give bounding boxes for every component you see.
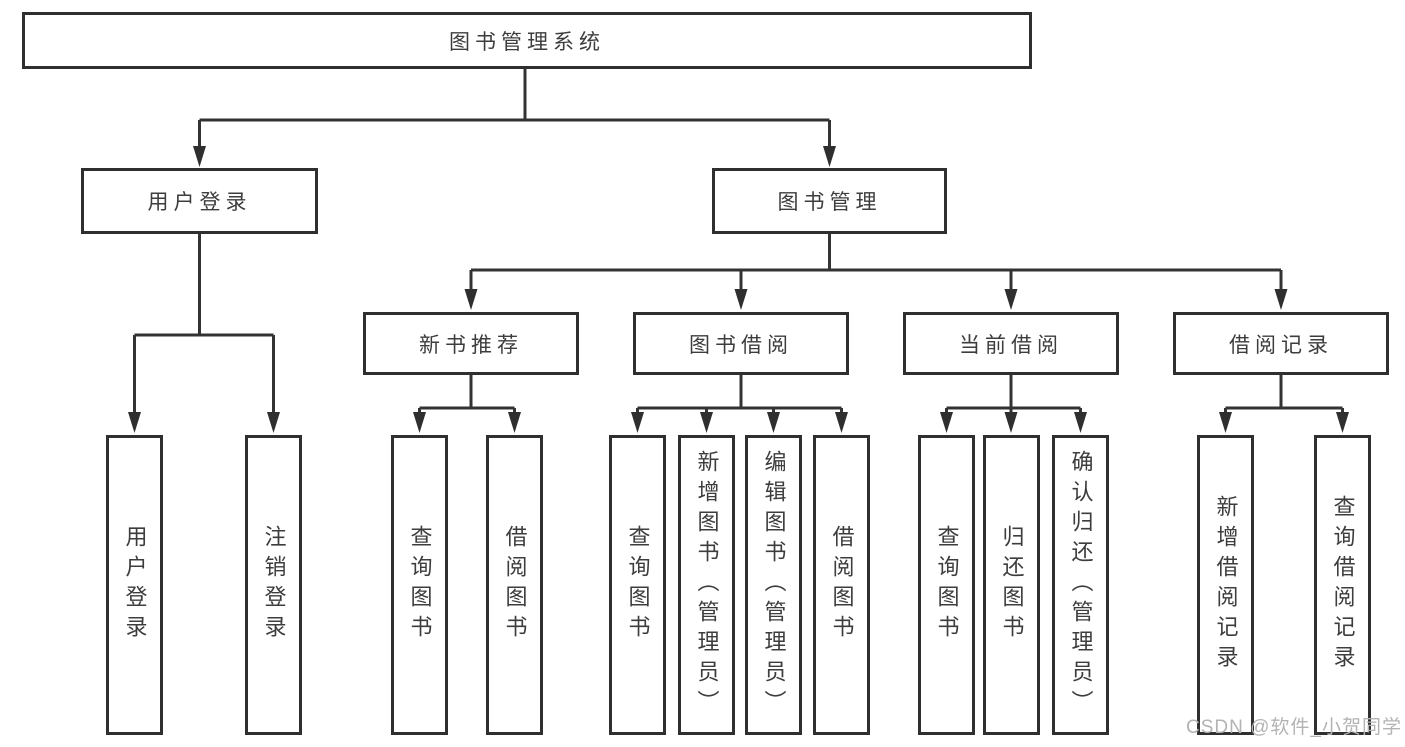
node-label: 查询图书 [407,525,433,645]
node-label: 注销登录 [261,525,287,645]
node-edit-book-admin: 编辑图书（管理员） [745,435,802,735]
node-add-book-admin: 新增图书（管理员） [678,435,735,735]
node-root: 图书管理系统 [22,12,1032,69]
node-logout: 注销登录 [245,435,302,735]
watermark: CSDN @软件_小贺同学 [1186,717,1402,738]
node-label: 查询借阅记录 [1330,495,1356,675]
node-confirm-return-admin: 确认归还（管理员） [1052,435,1109,735]
node-label: 查询图书 [625,525,651,645]
connector-book-borrow [631,375,848,433]
node-label: 借阅记录 [1229,333,1333,357]
node-label: 图书管理系统 [449,30,605,54]
node-query-books-recommend: 查询图书 [391,435,448,735]
node-label: 借阅图书 [502,525,528,645]
node-query-borrow-record: 查询借阅记录 [1314,435,1371,735]
node-label: 归还图书 [999,525,1025,645]
node-label: 当前借阅 [959,333,1063,357]
node-new-book-recommend: 新书推荐 [363,312,579,375]
connector-root [193,68,836,167]
node-label: 新书推荐 [419,333,523,357]
node-label: 确认归还（管理员） [1068,450,1094,720]
node-label: 图书管理 [777,191,882,214]
node-book-borrow: 图书借阅 [633,312,849,375]
node-add-borrow-record: 新增借阅记录 [1197,435,1254,735]
node-label: 借阅图书 [829,525,855,645]
node-return-books: 归还图书 [983,435,1040,735]
node-user-login: 用户登录 [81,168,318,234]
node-query-books-borrow: 查询图书 [609,435,666,735]
connector-borrow-records [1219,375,1349,433]
node-label: 图书借阅 [689,333,793,357]
connector-user-login [128,234,280,433]
node-label: 用户登录 [147,191,252,214]
node-label: 用户登录 [122,525,148,645]
node-borrow-records: 借阅记录 [1173,312,1389,375]
node-label: 新增借阅记录 [1213,495,1239,675]
node-current-borrow: 当前借阅 [903,312,1119,375]
node-book-management: 图书管理 [712,168,947,234]
connector-new-book-recommend [413,375,521,433]
node-borrow-books-recommend: 借阅图书 [486,435,543,735]
node-label: 编辑图书（管理员） [761,450,787,720]
connector-current-borrow [940,375,1087,433]
connector-book-management [464,234,1288,310]
node-label: 新增图书（管理员） [694,450,720,720]
node-login: 用户登录 [106,435,163,735]
node-query-books-current: 查询图书 [918,435,975,735]
node-label: 查询图书 [934,525,960,645]
node-borrow-books: 借阅图书 [813,435,870,735]
